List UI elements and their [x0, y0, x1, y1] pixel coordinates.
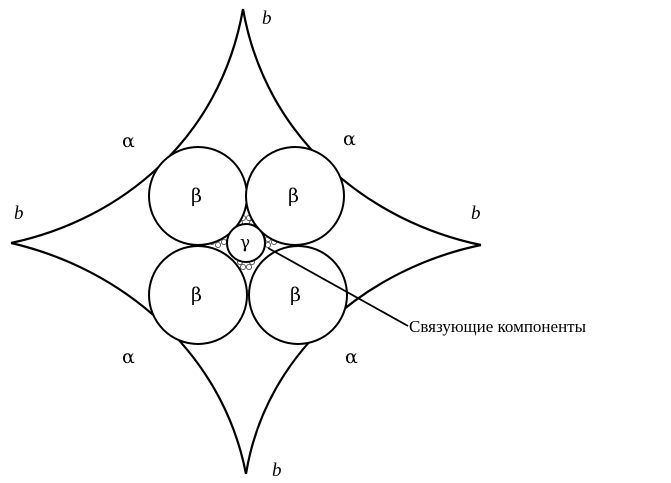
- alpha-label-top-right: α: [343, 128, 356, 150]
- binder-dot: [214, 241, 221, 248]
- b-label-right: b: [471, 203, 481, 224]
- gamma-label: γ: [240, 233, 250, 253]
- beta-grain-bottom-right: [248, 245, 348, 345]
- gamma-grain: [226, 223, 266, 263]
- binder-dot: [220, 238, 227, 245]
- beta-label-top-right: β: [288, 185, 299, 207]
- beta-label-bottom-left: β: [191, 284, 202, 306]
- b-label-top: b: [262, 8, 272, 29]
- b-label-left: b: [14, 203, 24, 224]
- beta-grains: [148, 146, 348, 345]
- beta-grain-bottom-left: [148, 245, 248, 345]
- b-label-bottom: b: [272, 460, 282, 481]
- alpha-label-bottom-left: α: [122, 346, 135, 368]
- beta-grain-top-right: [245, 146, 345, 246]
- callout-leader-line: [267, 247, 409, 327]
- binder-dot: [245, 263, 252, 270]
- beta-label-top-left: β: [191, 185, 202, 207]
- binder-dot: [264, 241, 271, 248]
- alpha-label-top-left: α: [122, 130, 135, 152]
- alpha-label-bottom-right: α: [345, 346, 358, 368]
- binder-components-label: Связующие компоненты: [409, 317, 587, 336]
- binder-dot: [239, 263, 246, 270]
- beta-label-bottom-right: β: [290, 284, 301, 306]
